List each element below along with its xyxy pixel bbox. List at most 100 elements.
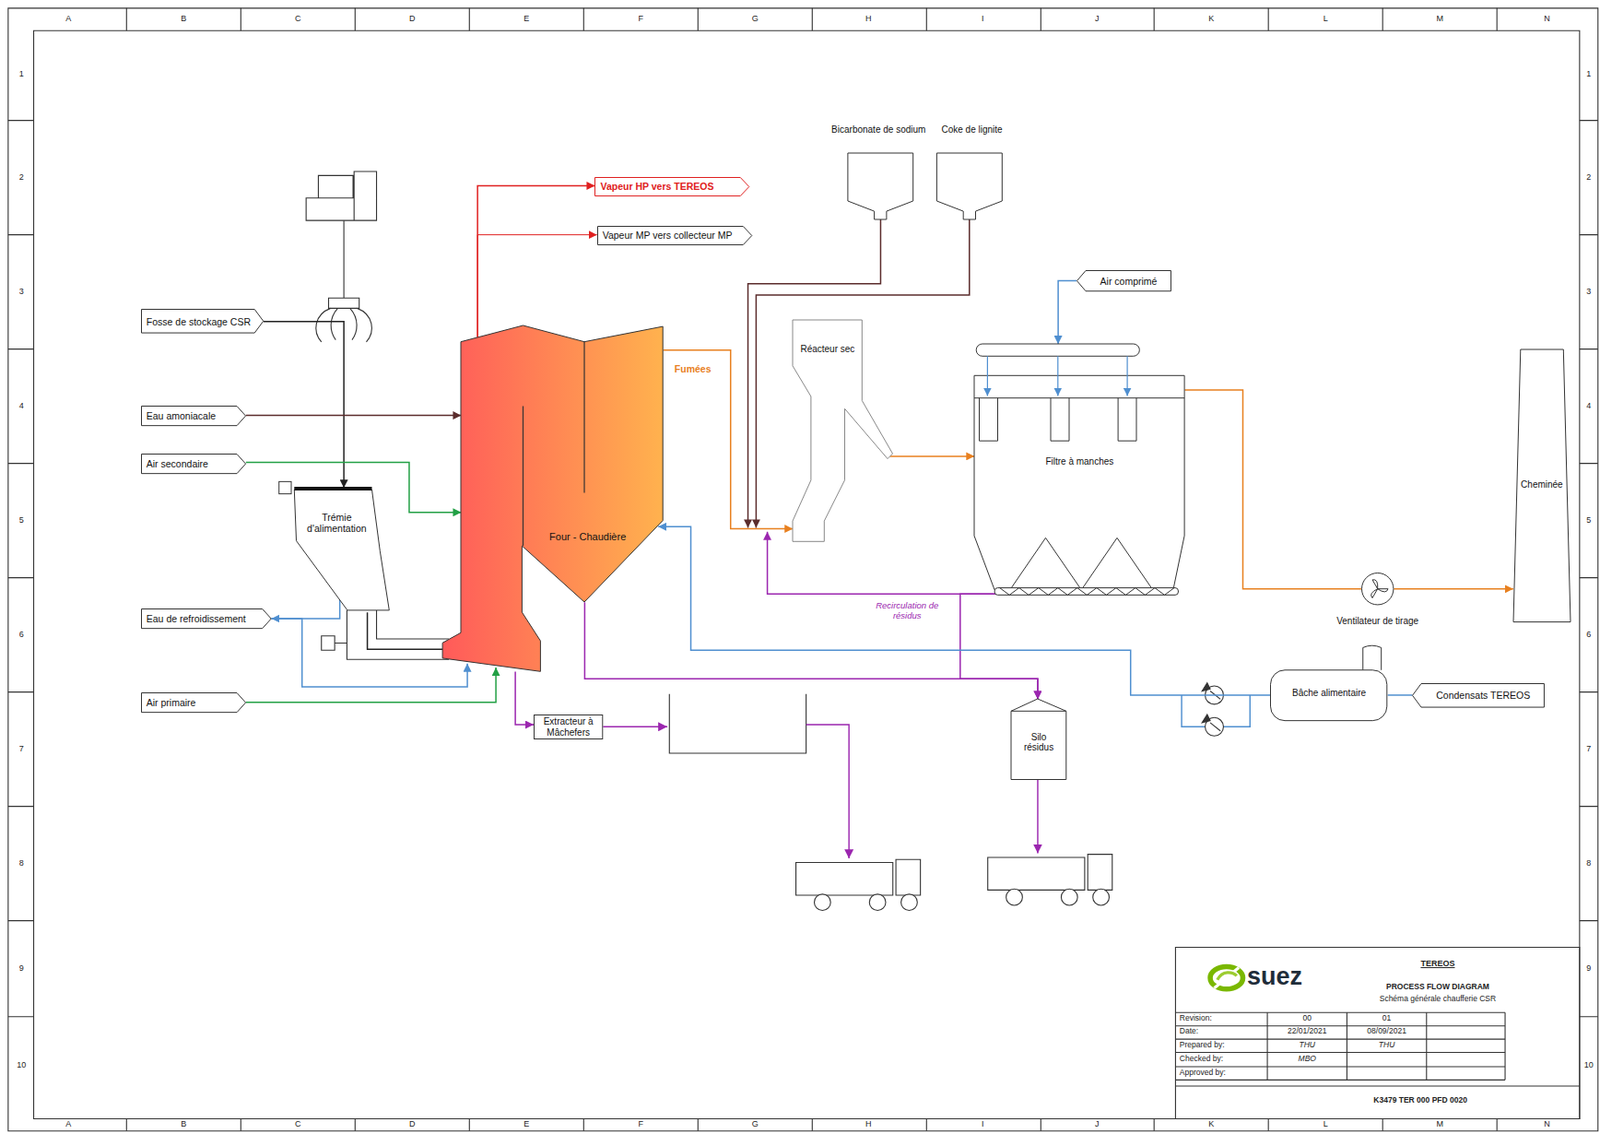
tag-outline (595, 176, 750, 196)
furnace-baffle (523, 341, 586, 546)
node-text: Fosse de stockage CSR (141, 316, 264, 328)
fan-blade (1372, 579, 1378, 589)
tank-dome (1363, 645, 1382, 671)
grab-symbol (328, 297, 359, 308)
title-block-text: Schéma générale chaufferie CSR (1379, 994, 1496, 1003)
screw-flight (1000, 588, 1175, 596)
tag-outline (1412, 682, 1545, 707)
grid-tick (240, 8, 242, 1131)
grid-tick (8, 119, 1599, 121)
title-block-text: Date: (1179, 1027, 1199, 1036)
flow-connector (246, 414, 462, 417)
logo-mark-cut (1214, 967, 1240, 989)
stream-tag: Eau amoniacale (141, 405, 247, 426)
flow-connector (477, 186, 595, 339)
illustration-group (8, 8, 1599, 1131)
silo-outline (847, 152, 914, 220)
grid-reference: J (1094, 14, 1100, 24)
title-table-line (1267, 1011, 1269, 1080)
grid-tick (926, 8, 928, 1131)
title-table-line (1175, 1024, 1506, 1026)
grid-reference: D (409, 14, 416, 24)
grid-reference: 9 (1586, 964, 1591, 974)
grid-reference: N (1543, 1119, 1551, 1130)
screw-conveyor (994, 588, 1178, 596)
grid-reference: G (752, 14, 759, 24)
feed-hopper: Trémie d'alimentation (291, 487, 389, 612)
node-text: Air comprimé (1085, 275, 1164, 287)
grid-reference: 6 (1586, 630, 1591, 640)
hopper-division (1010, 537, 1153, 589)
grid-reference: F (638, 1119, 645, 1130)
node-text: Silo résidus (1018, 731, 1059, 753)
node-text: Bicarbonate de sodium (811, 124, 946, 136)
grid-reference: H (865, 14, 872, 24)
node-outline (291, 487, 389, 612)
node-text: Ventilateur de tirage (1326, 615, 1429, 627)
truck-cab (895, 858, 921, 895)
grid-reference: 2 (1586, 173, 1591, 183)
tag-outline (141, 608, 271, 628)
bag-filter: Filtre à manches (974, 343, 1185, 598)
node-text: Coke de lignite (923, 124, 1021, 136)
node-outline (811, 124, 946, 220)
title-block (1175, 946, 1579, 1118)
grid-reference: B (180, 14, 187, 24)
residue-silo: Silo résidus (1011, 698, 1067, 779)
title-block-text: K3479 TER 000 PFD 0020 (1373, 1095, 1468, 1105)
grid-reference: F (638, 14, 645, 24)
truck-wheel (901, 894, 918, 911)
flow-connector (663, 350, 794, 530)
tag-outline (141, 692, 246, 712)
node-text: Eau de refroidissement (141, 612, 259, 624)
title-block-text: 01 (1382, 1013, 1391, 1023)
stream-tag: Vapeur HP vers TEREOS (594, 176, 750, 197)
dry-reactor: Réacteur sec (792, 319, 894, 542)
title-table-line (1504, 1011, 1506, 1080)
logo-mark (1210, 965, 1243, 989)
tag-outline (1077, 270, 1172, 292)
grid-reference: E (523, 1119, 530, 1130)
grid-reference: 2 (19, 173, 24, 183)
grid-reference: 5 (1586, 516, 1591, 526)
stream-tag: Eau de refroidissement (141, 608, 272, 629)
grid-reference: 6 (19, 630, 24, 640)
grid-tick (8, 576, 1599, 578)
fan-blade (1377, 588, 1389, 592)
title-block-text: PROCESS FLOW DIAGRAM (1386, 982, 1490, 991)
node-outline (1270, 643, 1388, 721)
logo-mark-swirl (1217, 972, 1237, 980)
flow-connector (889, 455, 975, 458)
node-text: Vapeur MP vers collecteur MP (597, 229, 746, 241)
grid-reference: H (865, 1119, 872, 1130)
node-text: Vapeur HP vers TEREOS (594, 180, 727, 192)
filter-bag (979, 398, 999, 442)
reagent-silo: Coke de lignite (923, 124, 1021, 220)
ash-flow (602, 726, 668, 728)
furnace-outline (443, 325, 664, 671)
gate-actuator (278, 482, 291, 495)
flow-connector (1393, 588, 1514, 590)
flow-connector (755, 219, 969, 528)
flow-connector (270, 618, 468, 687)
stream-tag: Fosse de stockage CSR (141, 308, 264, 334)
ash-flow (806, 724, 850, 859)
truck-wheel (813, 894, 831, 911)
title-block-text: Prepared by: (1179, 1040, 1225, 1049)
grid-reference: 4 (19, 401, 24, 412)
title-block-text: 22/01/2021 (1287, 1027, 1328, 1036)
pump-motor (1201, 714, 1211, 723)
hopper-outline (294, 489, 389, 611)
node-text: Trémie d'alimentation (295, 511, 378, 534)
grid-reference: J (1094, 1119, 1100, 1130)
title-table-line (1175, 1038, 1506, 1040)
node-text: Air primaire (141, 696, 210, 708)
stream-tag: Air comprimé (1076, 270, 1172, 292)
node-text: Bâche alimentaire (1270, 687, 1388, 699)
grid-tick (1496, 8, 1498, 1131)
node-outline (1361, 572, 1394, 605)
tag-outline (597, 225, 752, 245)
pulse-air-line (1058, 355, 1059, 396)
node-text: Réacteur sec (792, 343, 862, 355)
